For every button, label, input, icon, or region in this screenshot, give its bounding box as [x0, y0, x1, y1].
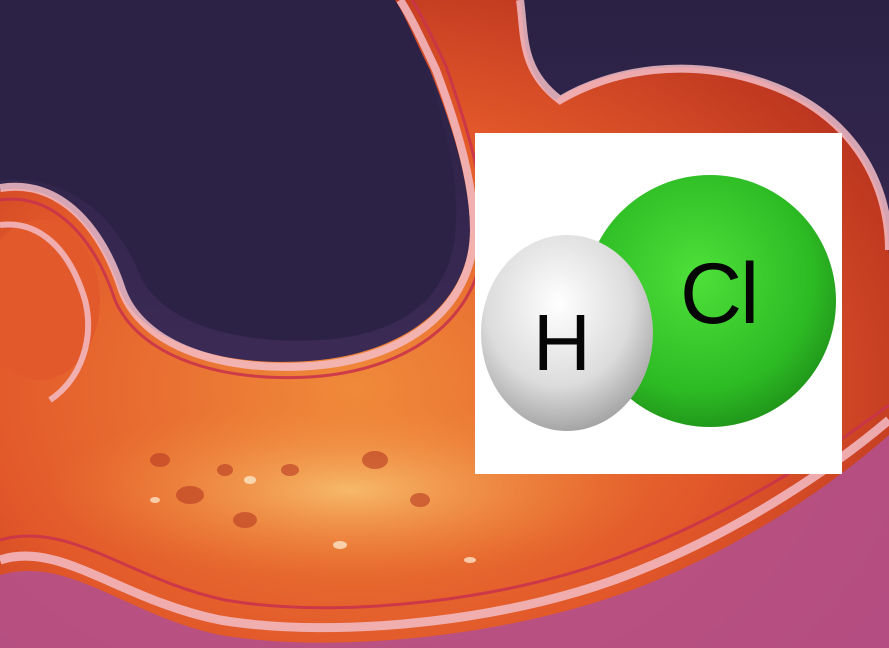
upper-cavity	[0, 0, 457, 341]
lower-background	[0, 435, 889, 648]
gastric-highlights	[150, 476, 476, 563]
stomach-lining-upper	[0, 0, 479, 371]
chlorine-label: Cl	[680, 246, 759, 342]
duodenum-bulge	[0, 220, 100, 380]
esophagus-lining	[516, 0, 889, 251]
gastric-bubbles	[150, 451, 430, 528]
hcl-molecule-panel: Cl H	[475, 133, 842, 474]
stomach-lower-wall-inner	[0, 403, 889, 610]
hydrogen-label: H	[533, 298, 591, 387]
hydrogen-atom	[481, 235, 653, 431]
stomach-lining-upper-inner	[0, 0, 486, 380]
duodenum-lining	[0, 221, 92, 403]
stomach-lower-wall	[0, 416, 889, 633]
hcl-molecule-model	[481, 175, 836, 431]
